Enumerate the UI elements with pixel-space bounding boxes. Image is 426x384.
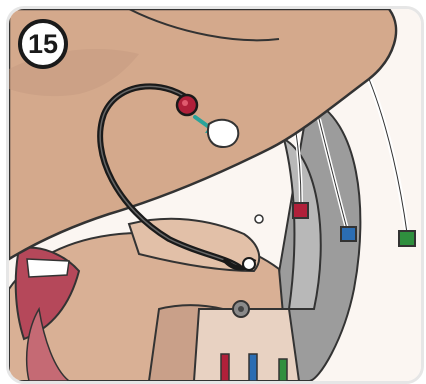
blue-connector	[341, 227, 356, 241]
step-number: 15	[28, 29, 58, 60]
white-socket	[208, 120, 238, 147]
assembly-illustration	[9, 9, 421, 381]
illustration-frame: 15	[6, 6, 424, 384]
red-connector	[293, 203, 308, 218]
green-connector	[399, 231, 415, 246]
step-number-badge: 15	[18, 19, 68, 69]
teeth	[27, 259, 69, 277]
